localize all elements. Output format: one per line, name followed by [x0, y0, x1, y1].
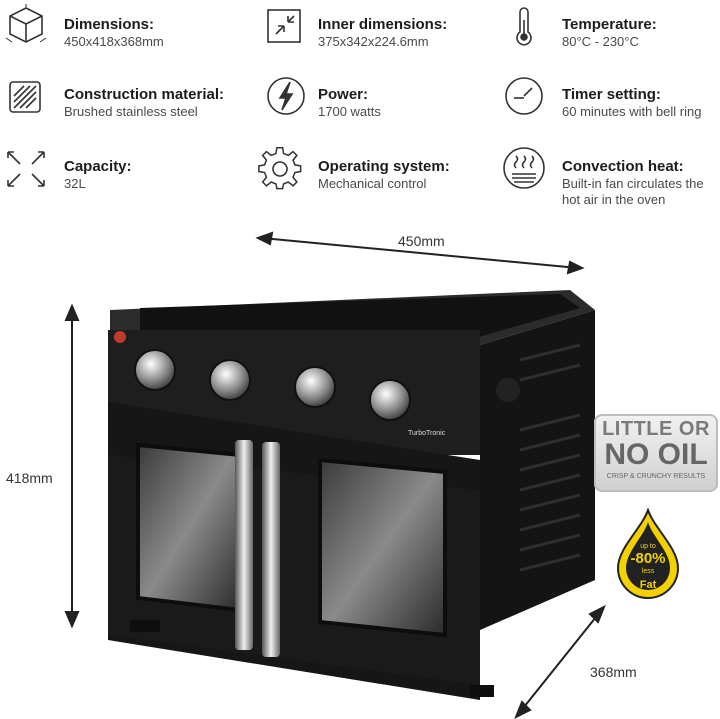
power-bolt-icon: [262, 72, 310, 120]
spec-title: Timer setting:: [562, 86, 661, 103]
spec-value: Mechanical control: [318, 176, 427, 191]
thermometer-icon: [500, 2, 548, 50]
heat-waves-icon: [500, 144, 548, 192]
spec-temperature: Temperature: 80°C - 230°C: [500, 2, 720, 72]
drop-line3: less: [642, 568, 655, 575]
spec-value: 80°C - 230°C: [562, 34, 639, 49]
spec-title: Convection heat:: [562, 158, 684, 175]
gear-icon: [256, 144, 304, 192]
spec-inner-dimensions: Inner dimensions: 375x342x224.6mm: [262, 2, 502, 72]
drop-line1: up to: [640, 543, 656, 550]
timer-icon: [500, 72, 548, 120]
spec-construction: Construction material: Brushed stainless…: [2, 72, 242, 142]
spec-value: 450x418x368mm: [64, 34, 164, 49]
spec-power: Power: 1700 watts: [262, 72, 502, 142]
spec-value: Brushed stainless steel: [64, 104, 198, 119]
brushed-plate-icon: [2, 72, 50, 120]
cube-icon: [2, 2, 50, 50]
badge-line2: NO OIL: [604, 438, 708, 471]
spec-title: Operating system:: [318, 158, 450, 175]
spec-title: Dimensions:: [64, 16, 155, 33]
spec-title: Temperature:: [562, 16, 657, 33]
spec-timer: Timer setting: 60 minutes with bell ring: [500, 72, 720, 142]
spec-value: 32L: [64, 176, 86, 191]
spec-title: Power:: [318, 86, 369, 103]
spec-value: Built-in fan circulates the hot air in t…: [562, 176, 704, 207]
spec-capacity: Capacity: 32L: [2, 144, 242, 214]
drop-line4: Fat: [640, 579, 657, 591]
spec-dimensions: Dimensions: 450x418x368mm: [2, 2, 242, 72]
drop-line2: -80%: [630, 550, 665, 567]
spec-title: Inner dimensions:: [318, 16, 448, 33]
spec-value: 375x342x224.6mm: [318, 34, 429, 49]
spec-convection: Convection heat: Built-in fan circulates…: [500, 144, 720, 214]
spec-value: 1700 watts: [318, 104, 381, 119]
spec-operating-system: Operating system: Mechanical control: [256, 144, 496, 214]
fat-drop-icon: up to -80% less Fat: [616, 508, 680, 599]
spec-title: Capacity:: [64, 158, 132, 175]
spec-value: 60 minutes with bell ring: [562, 104, 702, 119]
air-fryer-oven-image: TurboTronic: [108, 290, 595, 700]
little-or-no-oil-badge: LITTLE OR NO OIL CRISP & CRUNCHY RESULTS: [594, 414, 718, 492]
expand-arrows-icon: [2, 144, 50, 192]
spec-title: Construction material:: [64, 86, 225, 103]
height-label: 418mm: [6, 470, 53, 486]
badge-line3: CRISP & CRUNCHY RESULTS: [606, 473, 706, 480]
shrink-arrows-icon: [262, 2, 310, 50]
depth-label: 368mm: [590, 664, 637, 680]
width-label: 450mm: [398, 233, 445, 249]
badge-line1: LITTLE OR: [602, 418, 710, 440]
brand-mark: TurboTronic: [408, 430, 446, 437]
